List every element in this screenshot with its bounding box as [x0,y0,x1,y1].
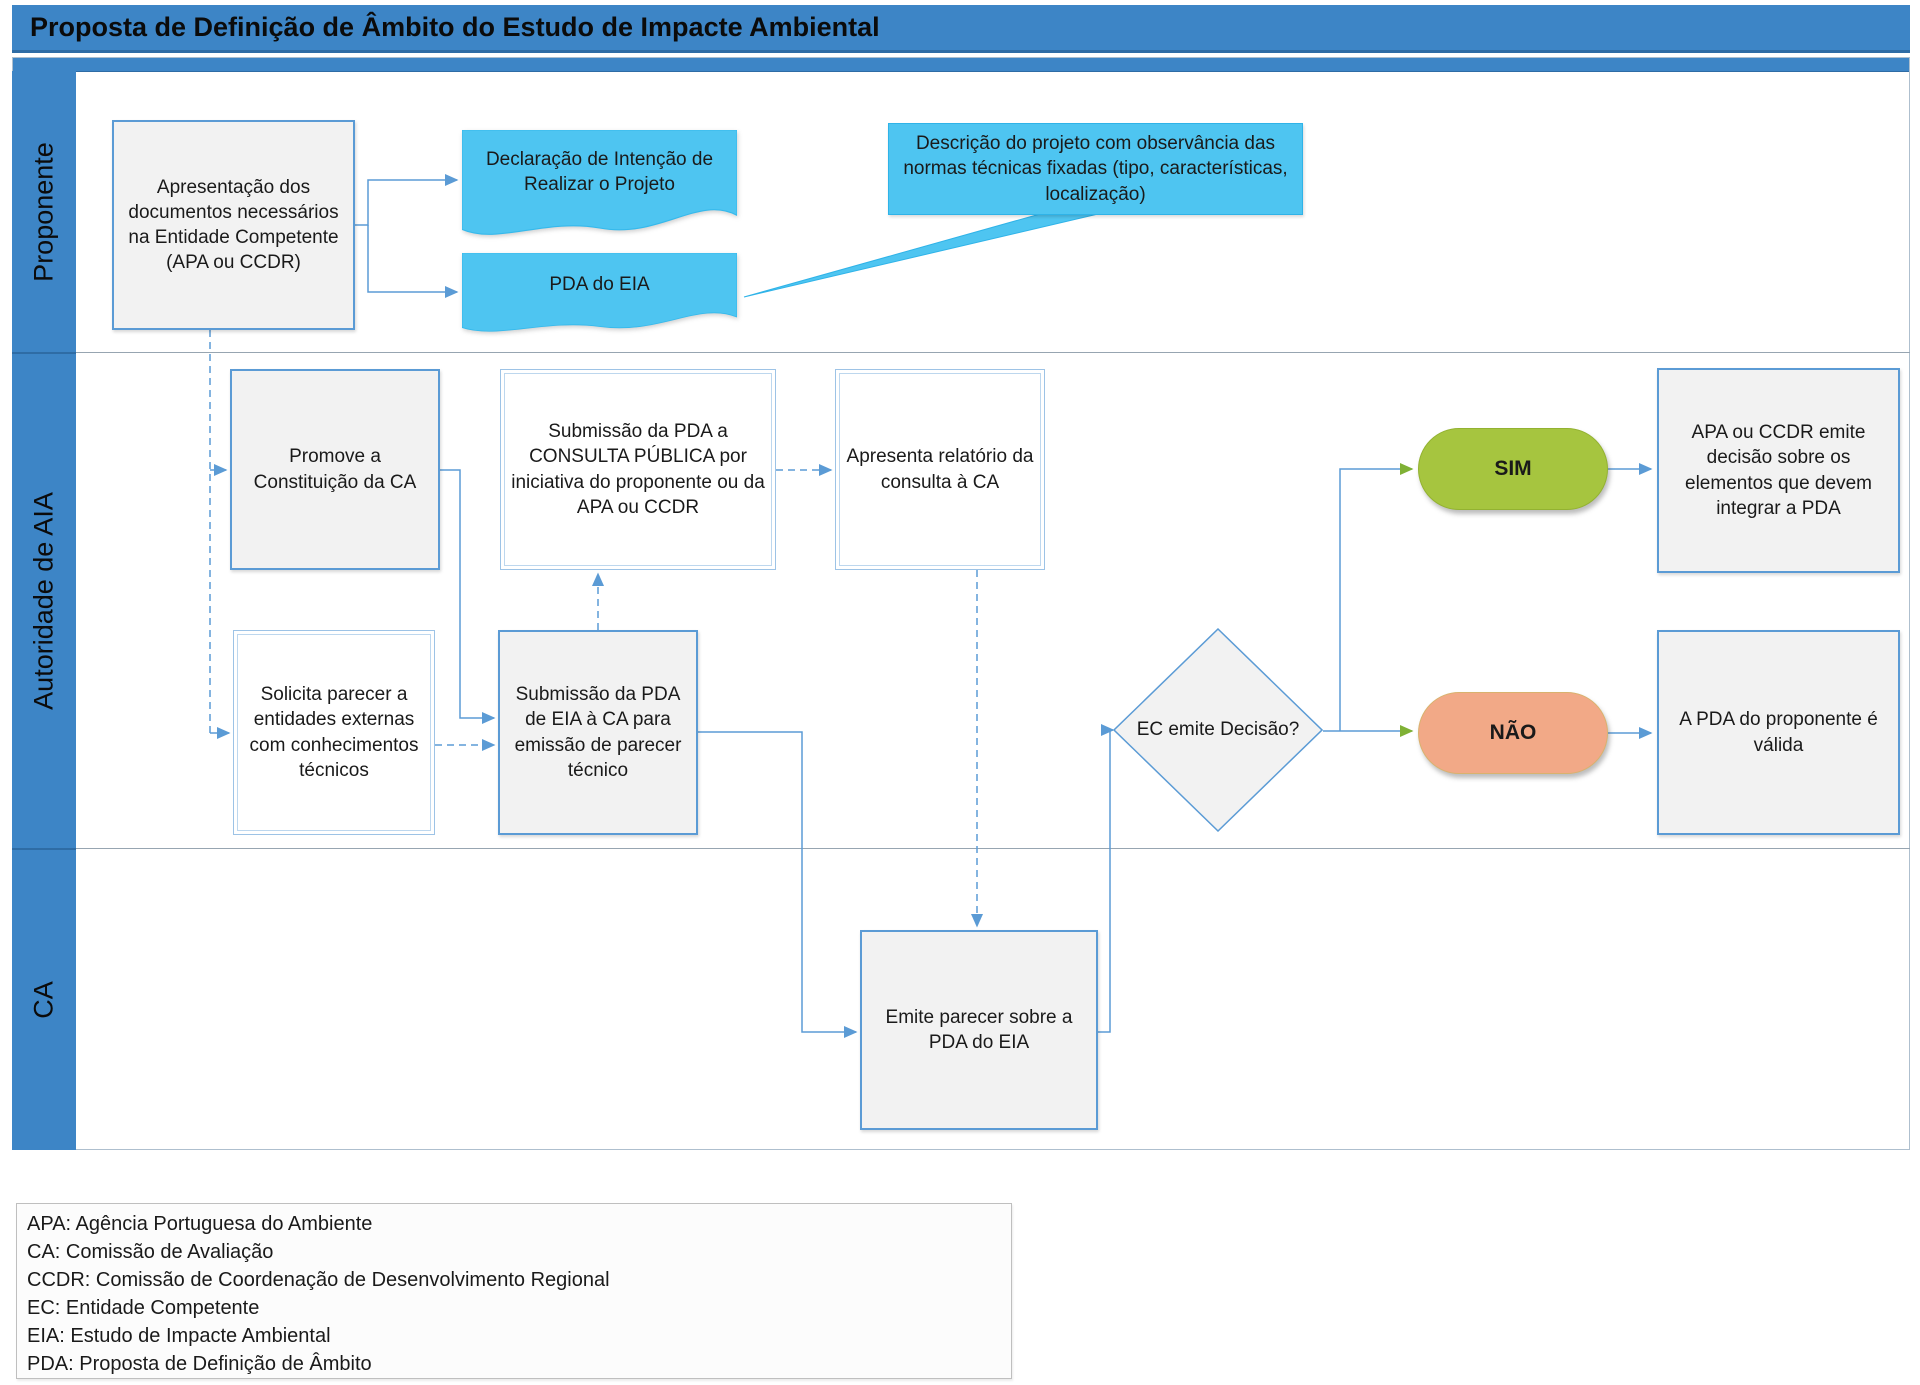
document-wave-icon [462,130,737,235]
lane-autoridade-aia: Autoridade de AIA [12,352,76,848]
process-box-promove-label: Promove a Constituição da CA [253,446,417,493]
page-title-bar: Proposta de Definição de Âmbito do Estud… [12,5,1910,53]
title-accent-strip [12,57,1910,72]
badge-sim-label: SIM [1494,457,1532,480]
document-pda-label: PDA do EIA [549,273,650,295]
legend-item-apa: APA: Agência Portuguesa do Ambiente [27,1213,373,1235]
process-box-apresenta-label: Apresenta relatório da consulta à CA [846,446,1034,493]
process-box-pda-valida-label: A PDA do proponente é válida [1679,709,1878,756]
process-box-emite-label: Emite parecer sobre a PDA do EIA [885,1006,1073,1053]
badge-sim: SIM [1418,428,1608,510]
process-box-promove: Promove a Constituição da CA [230,369,440,570]
lane-proponente: Proponente [12,71,76,352]
legend-item-ca: CA: Comissão de Avaliação [27,1241,274,1263]
legend-box: APA: Agência Portuguesa do Ambiente CA: … [16,1203,1012,1379]
lane-label-autoridade-aia: Autoridade de AIA [28,492,59,710]
lane-label-ca: CA [28,981,59,1019]
document-shape-pda: PDA do EIA [462,253,737,337]
callout-descricao-label: Descrição do projeto com observância das… [903,132,1288,205]
lane-label-proponente: Proponente [28,141,59,282]
process-box-solicita-label: Solicita parecer a entidades externas co… [249,684,419,781]
process-box-solicita-parecer: Solicita parecer a entidades externas co… [233,630,435,835]
legend-item-ec: EC: Entidade Competente [27,1297,260,1319]
process-box-apresentacao-label: Apresentação dos documentos necessários … [128,176,339,274]
legend-item-pda: PDA: Proposta de Definição de Âmbito [27,1353,372,1375]
page-title: Proposta de Definição de Âmbito do Estud… [30,12,880,42]
process-box-apresenta-relatorio: Apresenta relatório da consulta à CA [835,369,1045,570]
lane-ca: CA [12,848,76,1150]
badge-nao-label: NÃO [1489,721,1537,744]
decision-diamond-ec: EC emite Decisão? [1113,628,1323,832]
legend-item-eia: EIA: Estudo de Impacte Ambiental [27,1325,331,1347]
process-box-consulta-label: Submissão da PDA a CONSULTA PÚBLICA por … [511,421,765,518]
document-shape-declaracao: Declaração de Intenção de Realizar o Pro… [462,130,737,242]
process-box-consulta-publica: Submissão da PDA a CONSULTA PÚBLICA por … [500,369,776,570]
decision-diamond-shape [1113,628,1323,832]
document-wave-icon [462,253,737,332]
legend-item-ccdr: CCDR: Comissão de Coordenação de Desenvo… [27,1269,610,1291]
process-box-pda-valida: A PDA do proponente é válida [1657,630,1900,835]
process-box-submissao-label: Submissão da PDA de EIA à CA para emissã… [514,684,682,781]
process-box-submissao-ca: Submissão da PDA de EIA à CA para emissã… [498,630,698,835]
process-box-apa-decisao-label: APA ou CCDR emite decisão sobre os eleme… [1685,422,1872,519]
lane-boundary-1 [76,352,1910,353]
badge-nao: NÃO [1418,692,1608,774]
lane-boundary-2 [76,848,1910,849]
process-box-apa-decisao: APA ou CCDR emite decisão sobre os eleme… [1657,368,1900,573]
process-box-apresentacao: Apresentação dos documentos necessários … [112,120,355,330]
callout-descricao: Descrição do projeto com observância das… [888,123,1303,215]
process-box-emite-parecer: Emite parecer sobre a PDA do EIA [860,930,1098,1130]
decision-diamond-label: EC emite Decisão? [1136,719,1300,740]
document-declaracao-label: Declaração de Intenção de Realizar o Pro… [485,148,714,195]
